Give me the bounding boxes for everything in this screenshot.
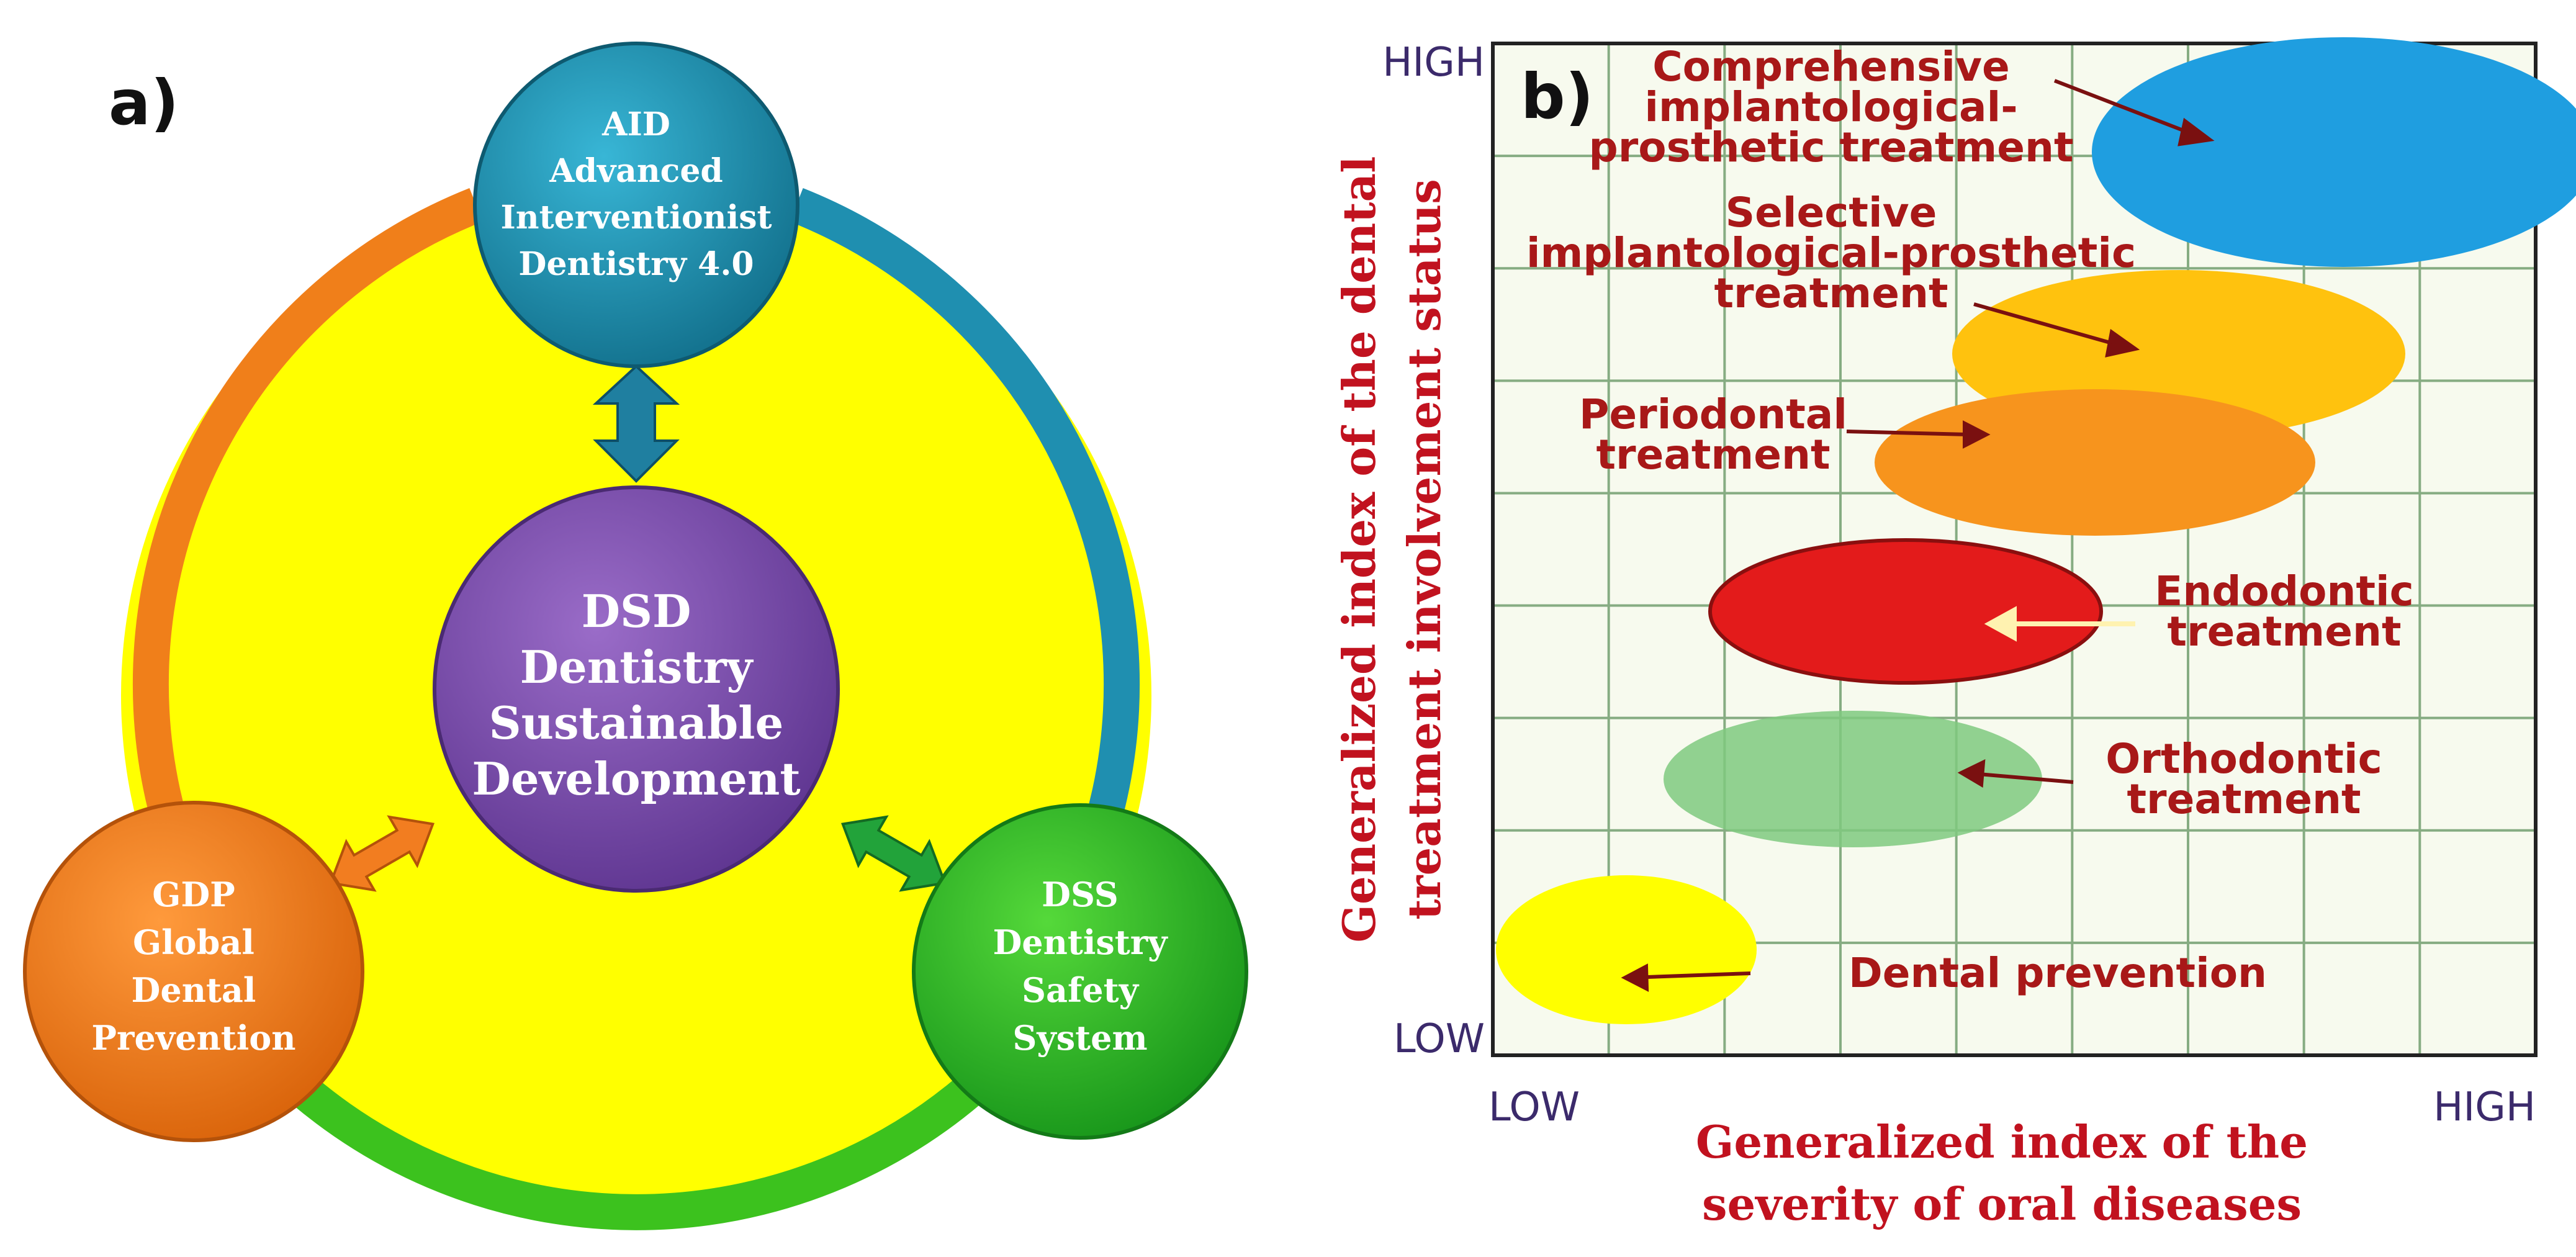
panel-b: Comprehensive implantological- prostheti… <box>1333 37 2576 1230</box>
top-line-2: Advanced <box>549 152 723 190</box>
x-axis-title-line-1: Generalized index of the <box>1696 1115 2308 1168</box>
center-line-3: Sustainable <box>489 696 784 749</box>
x-axis-low: LOW <box>1488 1084 1580 1130</box>
arrow-selective <box>1973 302 2117 346</box>
y-axis-high: HIGH <box>1382 40 1485 86</box>
arrowhead-endodontic <box>1984 606 2017 642</box>
ellipse-orthodontic <box>1664 711 2042 847</box>
arrowhead-selective <box>2105 328 2140 358</box>
arrowhead-periodontal <box>1963 420 1991 449</box>
x-axis-title-line-2: severity of oral diseases <box>1702 1178 2302 1230</box>
ellipse-periodontal <box>1875 389 2315 536</box>
axis-end-labels: HIGH LOW LOW HIGH <box>1382 40 2536 1130</box>
arrowhead-prevention <box>1621 963 1649 992</box>
panel-a-label: a) <box>109 66 179 139</box>
center-circle-dsd <box>433 485 840 893</box>
y-axis-title-line-2: treatment involvement status <box>1398 179 1451 919</box>
left-line-2: Global <box>133 922 254 962</box>
x-axis-high: HIGH <box>2433 1084 2536 1130</box>
arrow-top-center <box>592 364 680 483</box>
y-axis-title: Generalized index of the dental treatmen… <box>1333 156 1451 943</box>
top-line-1: AID <box>601 106 670 143</box>
center-line-2: Dentistry <box>520 641 754 693</box>
right-line-3: Safety <box>1022 970 1140 1010</box>
right-line-2: Dentistry <box>993 922 1168 962</box>
left-line-4: Prevention <box>91 1018 295 1058</box>
top-line-3: Interventionist <box>500 199 772 237</box>
ring-segment-teal <box>790 188 1140 831</box>
x-axis-title: Generalized index of the severity of ora… <box>1696 1115 2308 1230</box>
label-selective-1: Selective <box>1726 189 1937 237</box>
ellipse-comprehensive <box>2092 37 2576 267</box>
top-circle-text: AID Advanced Interventionist Dentistry 4… <box>500 106 772 283</box>
right-circle-text: DSS Dentistry Safety System <box>993 875 1168 1058</box>
center-line-1: DSD <box>582 585 691 638</box>
label-comprehensive-2: implantological- <box>1644 83 2017 131</box>
top-line-4: Dentistry 4.0 <box>518 245 754 283</box>
plot-frame <box>1491 42 2538 1057</box>
right-circle-dss <box>912 803 1248 1140</box>
arrowhead-orthodontic <box>1957 759 1986 788</box>
label-selective-3: treatment <box>1714 269 1948 317</box>
ellipse-endodontic <box>1708 538 2103 685</box>
label-orthodontic-1: Orthodontic <box>2105 735 2382 783</box>
y-axis-title-line-1: Generalized index of the dental <box>1333 156 1385 943</box>
item-labels: Comprehensive implantological- prostheti… <box>1526 43 2414 997</box>
arrow-comprehensive <box>2053 79 2192 135</box>
arrow-endodontic-group <box>1984 606 2135 642</box>
label-prevention: Dental prevention <box>1849 949 2267 997</box>
ring-segment-orange <box>132 188 483 831</box>
center-line-4: Development <box>472 752 800 805</box>
label-comprehensive-1: Comprehensive <box>1652 43 2010 91</box>
y-axis-low: LOW <box>1394 1016 1485 1062</box>
label-endodontic-2: treatment <box>2167 608 2401 656</box>
label-orthodontic-2: treatment <box>2127 775 2361 823</box>
left-line-3: Dental <box>132 970 256 1010</box>
pointer-arrows <box>1621 79 2215 992</box>
ring-segment-green <box>279 1066 993 1230</box>
left-circle-gdp <box>23 801 364 1142</box>
panel-b-label: b) <box>1521 60 1593 133</box>
label-selective-2: implantological-prosthetic <box>1526 229 2136 277</box>
top-circle-aid <box>473 42 799 368</box>
label-comprehensive-3: prosthetic treatment <box>1588 124 2073 171</box>
label-endodontic-1: Endodontic <box>2155 567 2414 615</box>
left-line-1: GDP <box>152 875 235 914</box>
arrow-periodontal <box>1846 430 1968 436</box>
panel-a: a) DSD Dentistry Sustainable Development… <box>23 42 1248 1230</box>
arrow-left-center <box>328 815 435 892</box>
arrow-prevention <box>1629 971 1751 980</box>
right-line-4: System <box>1012 1018 1147 1058</box>
center-circle-text: DSD Dentistry Sustainable Development <box>472 585 800 805</box>
left-circle-text: GDP Global Dental Prevention <box>91 875 295 1058</box>
arrowhead-comprehensive <box>2177 117 2215 146</box>
right-line-1: DSS <box>1042 875 1119 914</box>
label-periodontal-1: Periodontal <box>1579 390 1847 438</box>
ellipse-prevention <box>1496 875 1757 1024</box>
label-periodontal-2: treatment <box>1596 431 1830 479</box>
